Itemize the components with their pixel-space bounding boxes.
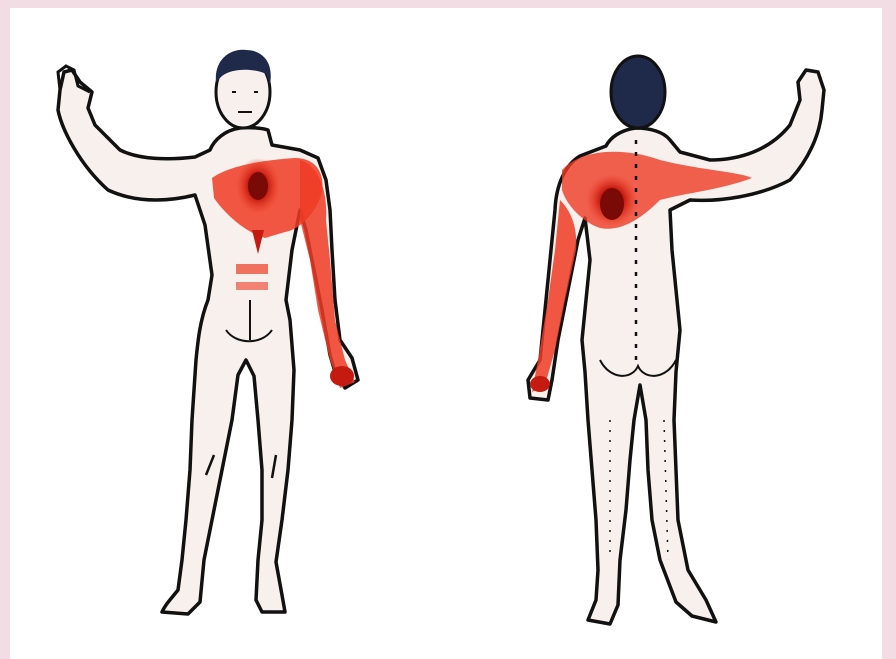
back-figure [528,56,824,624]
front-body-outline [58,70,358,614]
back-head [611,56,665,128]
back-body-outline [528,70,824,624]
front-figure [58,50,358,614]
